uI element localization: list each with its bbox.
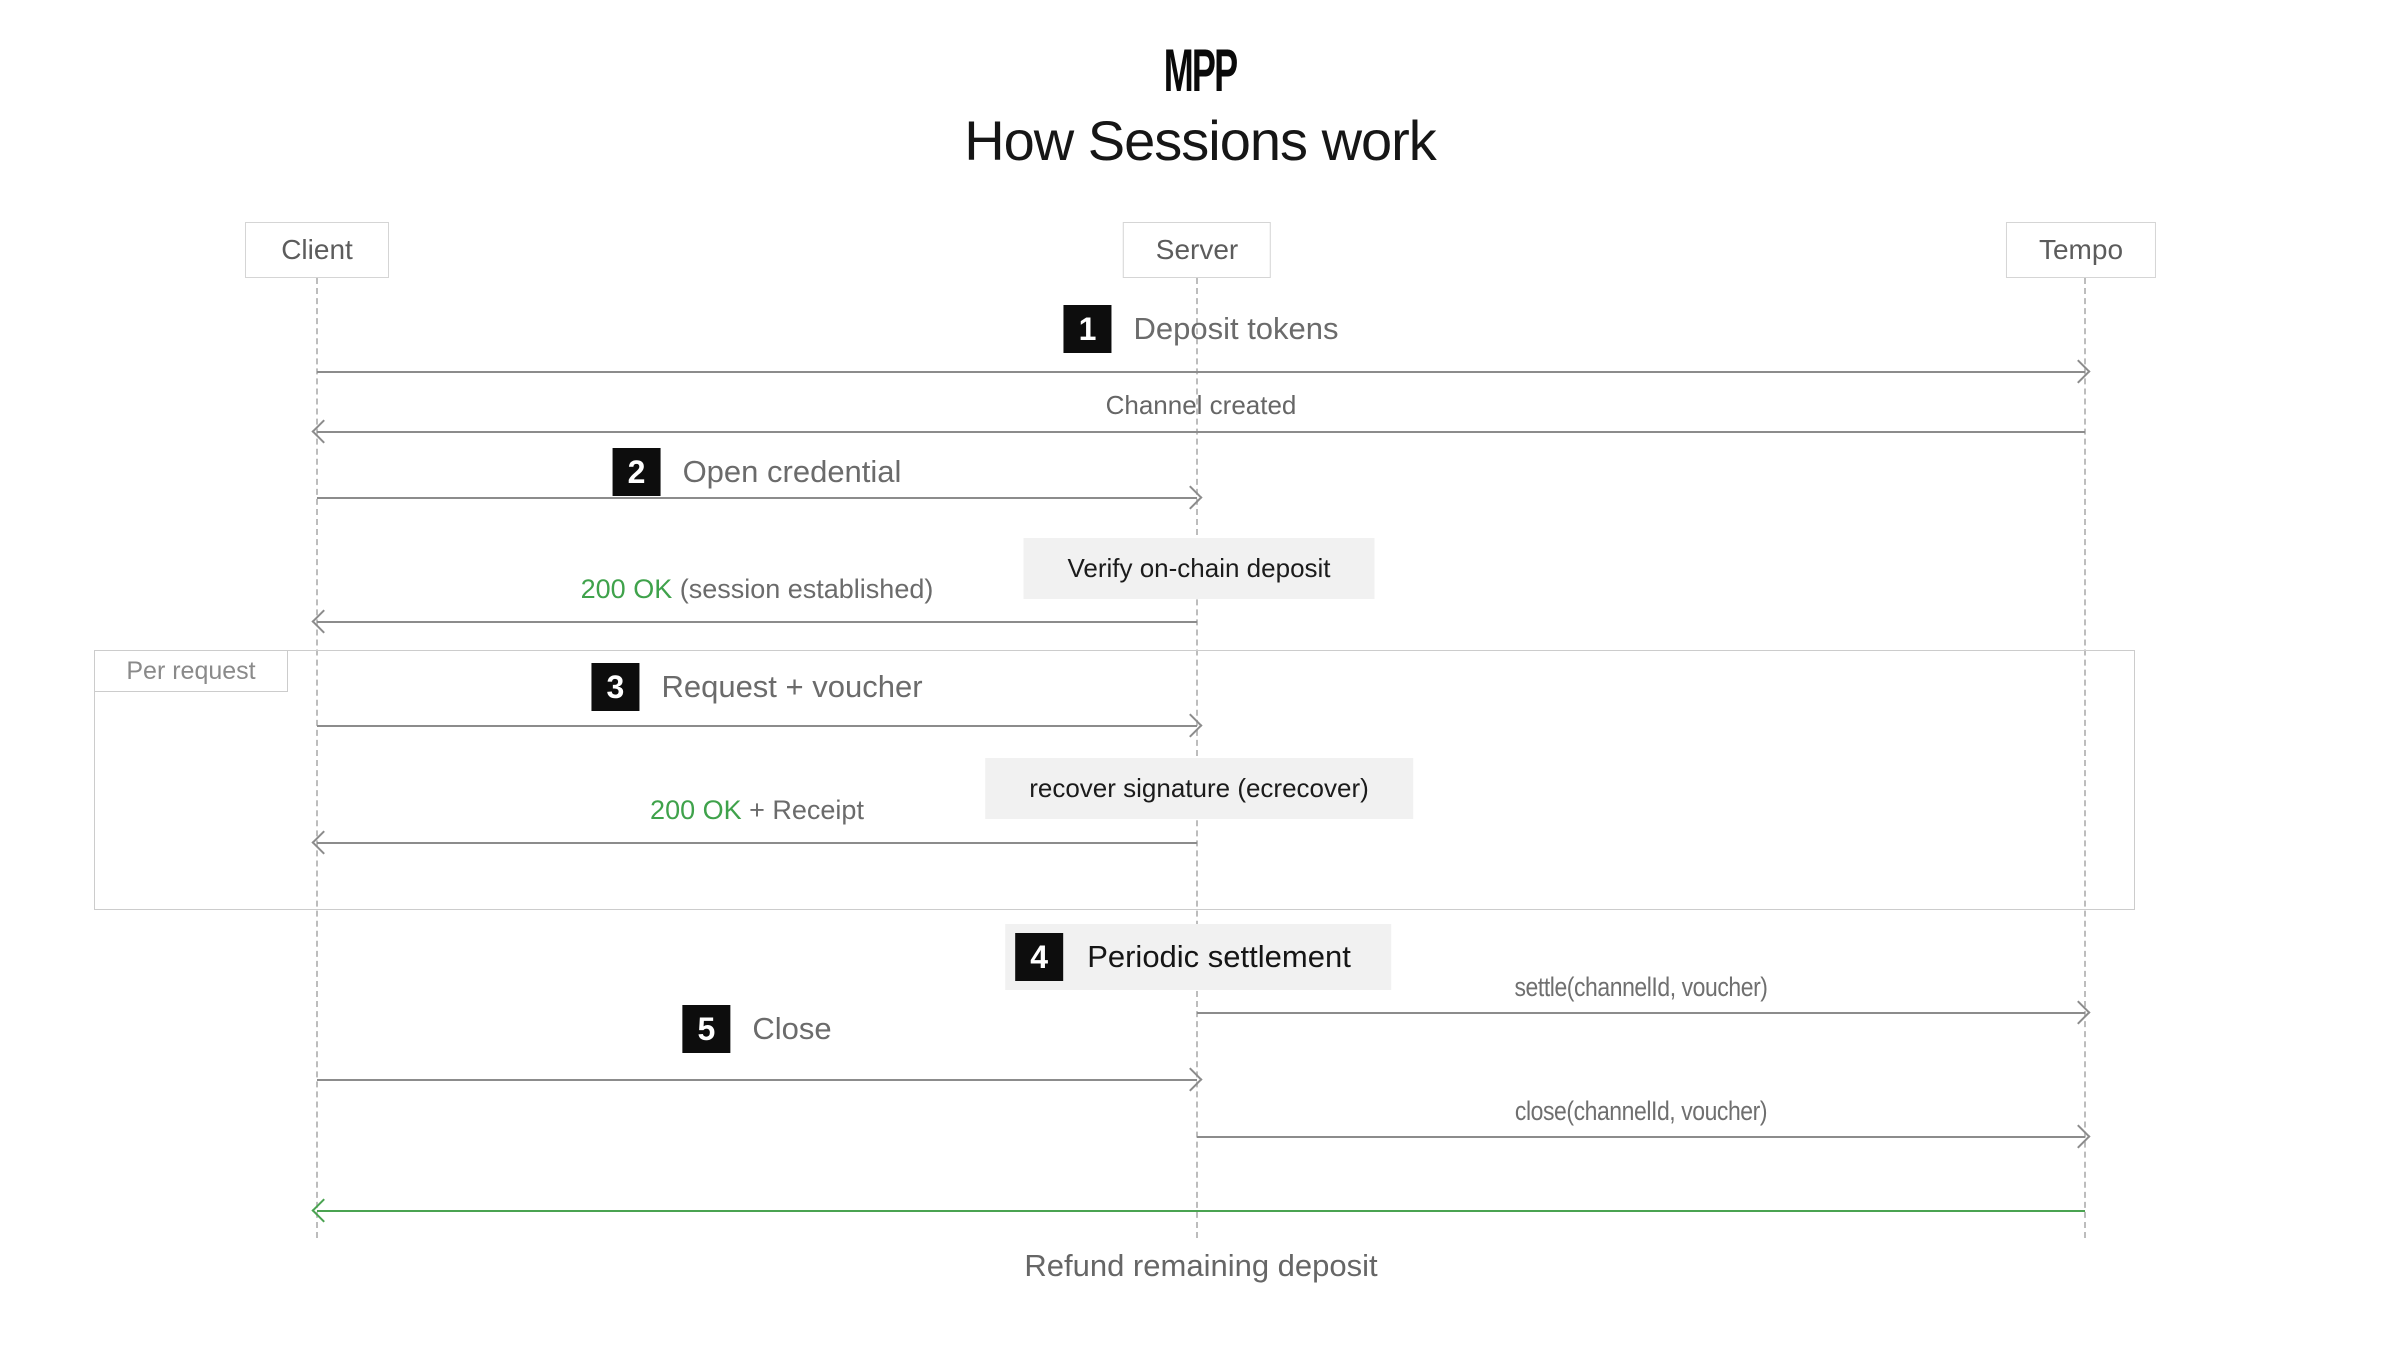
step-2-text: Open credential — [682, 454, 902, 489]
step-4-text: Periodic settlement — [1087, 939, 1351, 974]
arrow-open-credential — [317, 497, 1197, 499]
per-request-fragment — [94, 650, 2135, 910]
note-verify-deposit: Verify on-chain deposit — [1023, 538, 1375, 599]
step-1-label: 1 Deposit tokens — [1063, 305, 1339, 353]
session-ok-label: 200 OK (session established) — [581, 574, 934, 605]
refund-label: Refund remaining deposit — [1024, 1248, 1378, 1283]
participant-client: Client — [245, 222, 389, 278]
lifeline-client — [316, 278, 318, 1238]
step-5-badge: 5 — [682, 1005, 731, 1053]
arrow-close-call — [1197, 1136, 2085, 1138]
settle-call-label: settle(channelId, voucher) — [1514, 972, 1768, 1002]
session-ok-rest: (session established) — [679, 574, 934, 604]
arrow-request-voucher — [317, 725, 1197, 727]
page-title: How Sessions work — [964, 109, 1437, 172]
step-2-badge: 2 — [612, 448, 661, 496]
per-request-fragment-label: Per request — [94, 650, 288, 692]
receipt-ok-label: 200 OK + Receipt — [650, 795, 864, 826]
arrow-settle-call — [1197, 1012, 2085, 1014]
step-4-note: 4 Periodic settlement — [1005, 924, 1391, 990]
step-2-label: 2 Open credential — [612, 448, 902, 496]
session-ok-status: 200 OK — [580, 574, 673, 604]
note-recover-signature: recover signature (ecrecover) — [985, 758, 1413, 819]
arrow-receipt-ok — [317, 842, 1197, 844]
step-1-badge: 1 — [1063, 305, 1112, 353]
receipt-ok-status: 200 OK — [650, 795, 742, 825]
lifeline-tempo — [2084, 278, 2086, 1238]
participant-tempo: Tempo — [2005, 222, 2157, 278]
close-call-label: close(channelId, voucher) — [1514, 1096, 1768, 1126]
arrow-refund — [317, 1210, 2085, 1212]
step-5-label: 5 Close — [682, 1005, 832, 1053]
step-5-text: Close — [752, 1011, 832, 1046]
arrow-close-step — [317, 1079, 1197, 1081]
receipt-ok-rest: + Receipt — [749, 795, 864, 825]
step-3-label: 3 Request + voucher — [591, 663, 923, 711]
step-3-badge: 3 — [591, 663, 640, 711]
mpp-logo: MPP — [1163, 37, 1238, 104]
step-4-badge: 4 — [1015, 933, 1064, 981]
step-1-text: Deposit tokens — [1133, 311, 1339, 346]
arrow-channel-created — [317, 431, 2085, 433]
arrow-deposit-tokens — [317, 371, 2085, 373]
channel-created-label: Channel created — [1105, 390, 1297, 420]
step-3-text: Request + voucher — [661, 669, 923, 704]
participant-server: Server — [1122, 222, 1272, 278]
arrow-session-ok — [317, 621, 1197, 623]
